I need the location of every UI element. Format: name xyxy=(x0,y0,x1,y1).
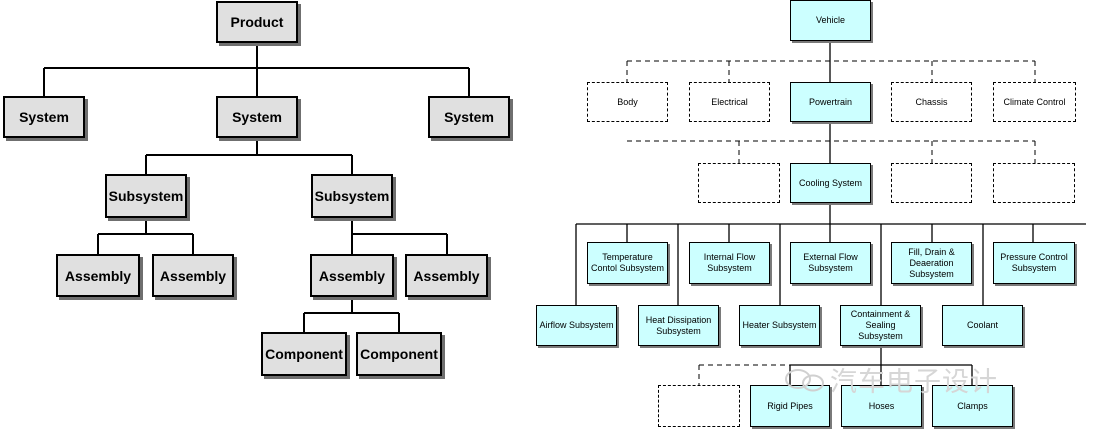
body-node: Body xyxy=(587,82,668,122)
electrical-node: Electrical xyxy=(689,82,770,122)
containment-sealing-subsystem-node: Containment & Sealing Subsystem xyxy=(840,305,921,346)
assembly-node-4: Assembly xyxy=(405,254,488,297)
vehicle-node: Vehicle xyxy=(790,0,871,41)
placeholder-node-2 xyxy=(891,163,972,203)
clamps-node: Clamps xyxy=(932,385,1013,427)
fill-drain-deaeration-subsystem-node: Fill, Drain & Deaeration Subsystem xyxy=(891,242,972,284)
assembly-node-1: Assembly xyxy=(56,254,140,297)
system-node-right: System xyxy=(428,96,510,138)
component-node-2: Component xyxy=(356,332,442,376)
assembly-node-2: Assembly xyxy=(152,254,234,297)
internal-flow-subsystem-node: Internal Flow Subsystem xyxy=(689,242,770,284)
system-node-middle: System xyxy=(216,96,298,138)
climate-control-node: Climate Control xyxy=(993,82,1076,122)
hoses-node: Hoses xyxy=(841,385,922,427)
rigid-pipes-node: Rigid Pipes xyxy=(750,385,830,427)
cooling-system-node: Cooling System xyxy=(790,163,871,203)
chassis-node: Chassis xyxy=(891,82,972,122)
product-node: Product xyxy=(216,1,298,43)
heater-subsystem-node: Heater Subsystem xyxy=(739,305,820,346)
placeholder-node-4 xyxy=(658,385,740,427)
heat-dissipation-subsystem-node: Heat Dissipation Subsystem xyxy=(638,305,719,346)
pressure-control-subsystem-node: Pressure Control Subsystem xyxy=(993,242,1075,284)
powertrain-node: Powertrain xyxy=(790,82,871,122)
component-node-1: Component xyxy=(261,332,347,376)
placeholder-node-3 xyxy=(993,163,1075,203)
coolant-node: Coolant xyxy=(942,305,1023,346)
watermark-text: 汽车电子设计 xyxy=(830,367,998,398)
external-flow-subsystem-node: External Flow Subsystem xyxy=(790,242,871,284)
airflow-subsystem-node: Airflow Subsystem xyxy=(536,305,617,346)
wechat-watermark-icon xyxy=(785,369,824,392)
subsystem-node-left: Subsystem xyxy=(105,174,187,218)
placeholder-node-1 xyxy=(698,163,780,203)
assembly-node-3: Assembly xyxy=(310,254,394,297)
subsystem-node-right: Subsystem xyxy=(311,174,393,218)
temperature-control-subsystem-node: Temperature Contol Subsystem xyxy=(587,242,668,284)
system-node-left: System xyxy=(3,96,85,138)
